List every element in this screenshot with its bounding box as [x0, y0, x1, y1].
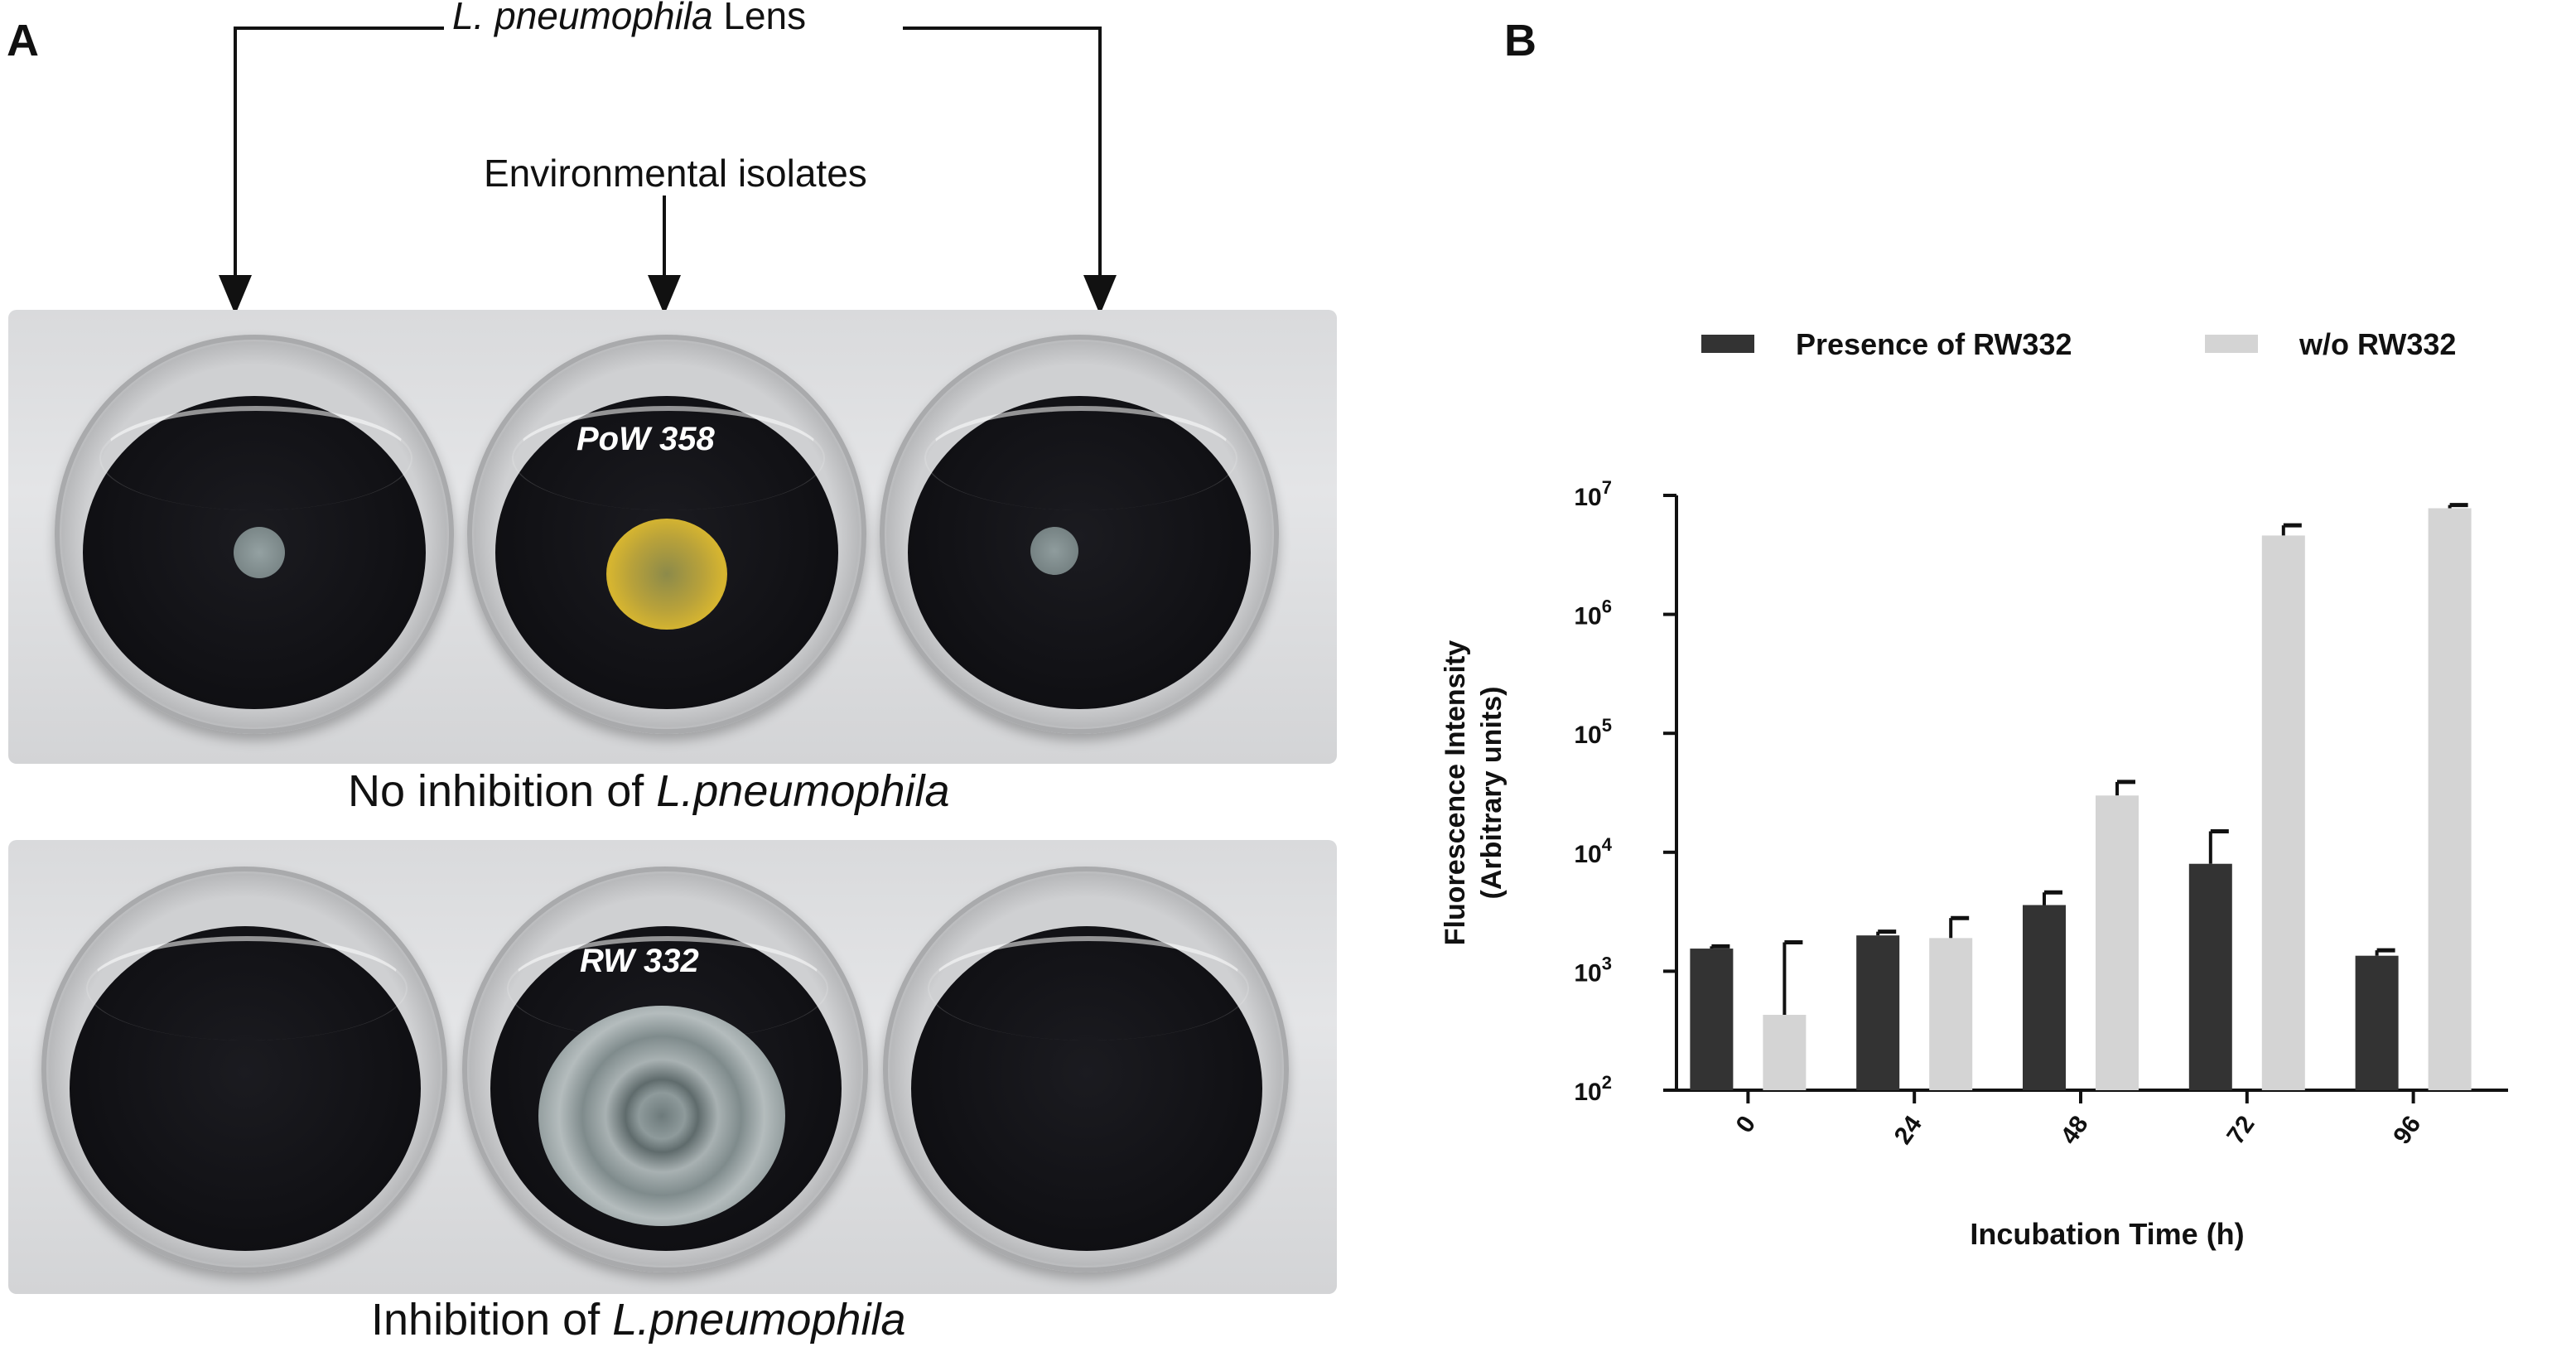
x-tick-label: 72 — [2221, 1111, 2260, 1149]
bar-presence-0 — [1690, 949, 1734, 1090]
legend-label-without: w/o RW332 — [2299, 327, 2456, 361]
panel-b-letter: B — [1504, 16, 1536, 65]
y-axis-title-line1: Fluorescence Intensity — [1440, 640, 1471, 946]
y-tick-label: 104 — [1574, 834, 1612, 868]
legend-swatch-presence — [1701, 335, 1754, 353]
right-arrow-head — [1083, 275, 1117, 315]
lens-label-italic: L. pneumophila — [452, 0, 713, 37]
chart-legend: Presence of RW332 w/o RW332 — [1701, 327, 2456, 361]
y-tick-label: 103 — [1574, 953, 1612, 987]
bar-without-0 — [1763, 1015, 1807, 1090]
top-right-lens-spot — [1030, 527, 1078, 575]
bar-presence-48 — [2023, 905, 2066, 1090]
bottom-plate-photo: RW 332 — [8, 840, 1337, 1294]
left-arrow-line — [234, 27, 444, 280]
x-tick-label: 24 — [1889, 1111, 1927, 1150]
panel-a-letter: A — [7, 16, 39, 65]
legend-swatch-without — [2205, 335, 2258, 353]
bar-without-48 — [2096, 795, 2139, 1090]
caption-inhibition-prefix: Inhibition of — [371, 1295, 613, 1345]
caption-inhibition-italic: L.pneumophila — [612, 1295, 906, 1345]
x-tick-label: 0 — [1731, 1111, 1762, 1138]
y-tick-label: 106 — [1574, 596, 1612, 630]
lens-label-rest: Lens — [712, 0, 807, 37]
right-arrow-line — [903, 27, 1102, 280]
pow358-colony — [606, 519, 727, 630]
caption-no-inhibition-prefix: No inhibition of — [348, 766, 657, 816]
y-tick-label: 107 — [1574, 477, 1612, 511]
caption-inhibition: Inhibition of L.pneumophila — [371, 1294, 905, 1345]
bar-presence-24 — [1856, 935, 1900, 1090]
pow358-label: PoW 358 — [576, 421, 715, 457]
x-tick-label: 48 — [2056, 1111, 2094, 1149]
x-axis-title: Incubation Time (h) — [1970, 1217, 2244, 1251]
x-tick-label: 96 — [2388, 1111, 2426, 1149]
bar-presence-96 — [2355, 955, 2399, 1090]
lens-label: L. pneumophila Lens — [452, 0, 806, 38]
bar-without-96 — [2428, 508, 2472, 1090]
fluorescence-bar-chart: Presence of RW332 w/o RW332 102 103 104 105… — [1440, 327, 2508, 1251]
y-tick-label: 102 — [1574, 1072, 1612, 1106]
top-left-lens-spot — [234, 527, 285, 578]
middle-arrow-head — [648, 275, 681, 315]
caption-no-inhibition-italic: L.pneumophila — [656, 766, 950, 816]
y-tick-label: 105 — [1574, 715, 1612, 749]
caption-no-inhibition: No inhibition of L.pneumophila — [348, 765, 950, 817]
legend-label-presence: Presence of RW332 — [1796, 327, 2072, 361]
bar-without-24 — [1929, 938, 1973, 1090]
rw332-colony — [538, 1006, 785, 1226]
left-arrow-head — [219, 275, 252, 315]
y-axis-title-line2: (Arbitrary units) — [1476, 687, 1507, 900]
bar-without-72 — [2261, 535, 2305, 1090]
rw332-label: RW 332 — [580, 943, 699, 979]
top-plate-photo: PoW 358 — [8, 310, 1337, 764]
bar-presence-72 — [2188, 863, 2232, 1090]
environmental-isolates-label: Environmental isolates — [484, 152, 867, 195]
arrows-overlay — [219, 27, 1117, 315]
